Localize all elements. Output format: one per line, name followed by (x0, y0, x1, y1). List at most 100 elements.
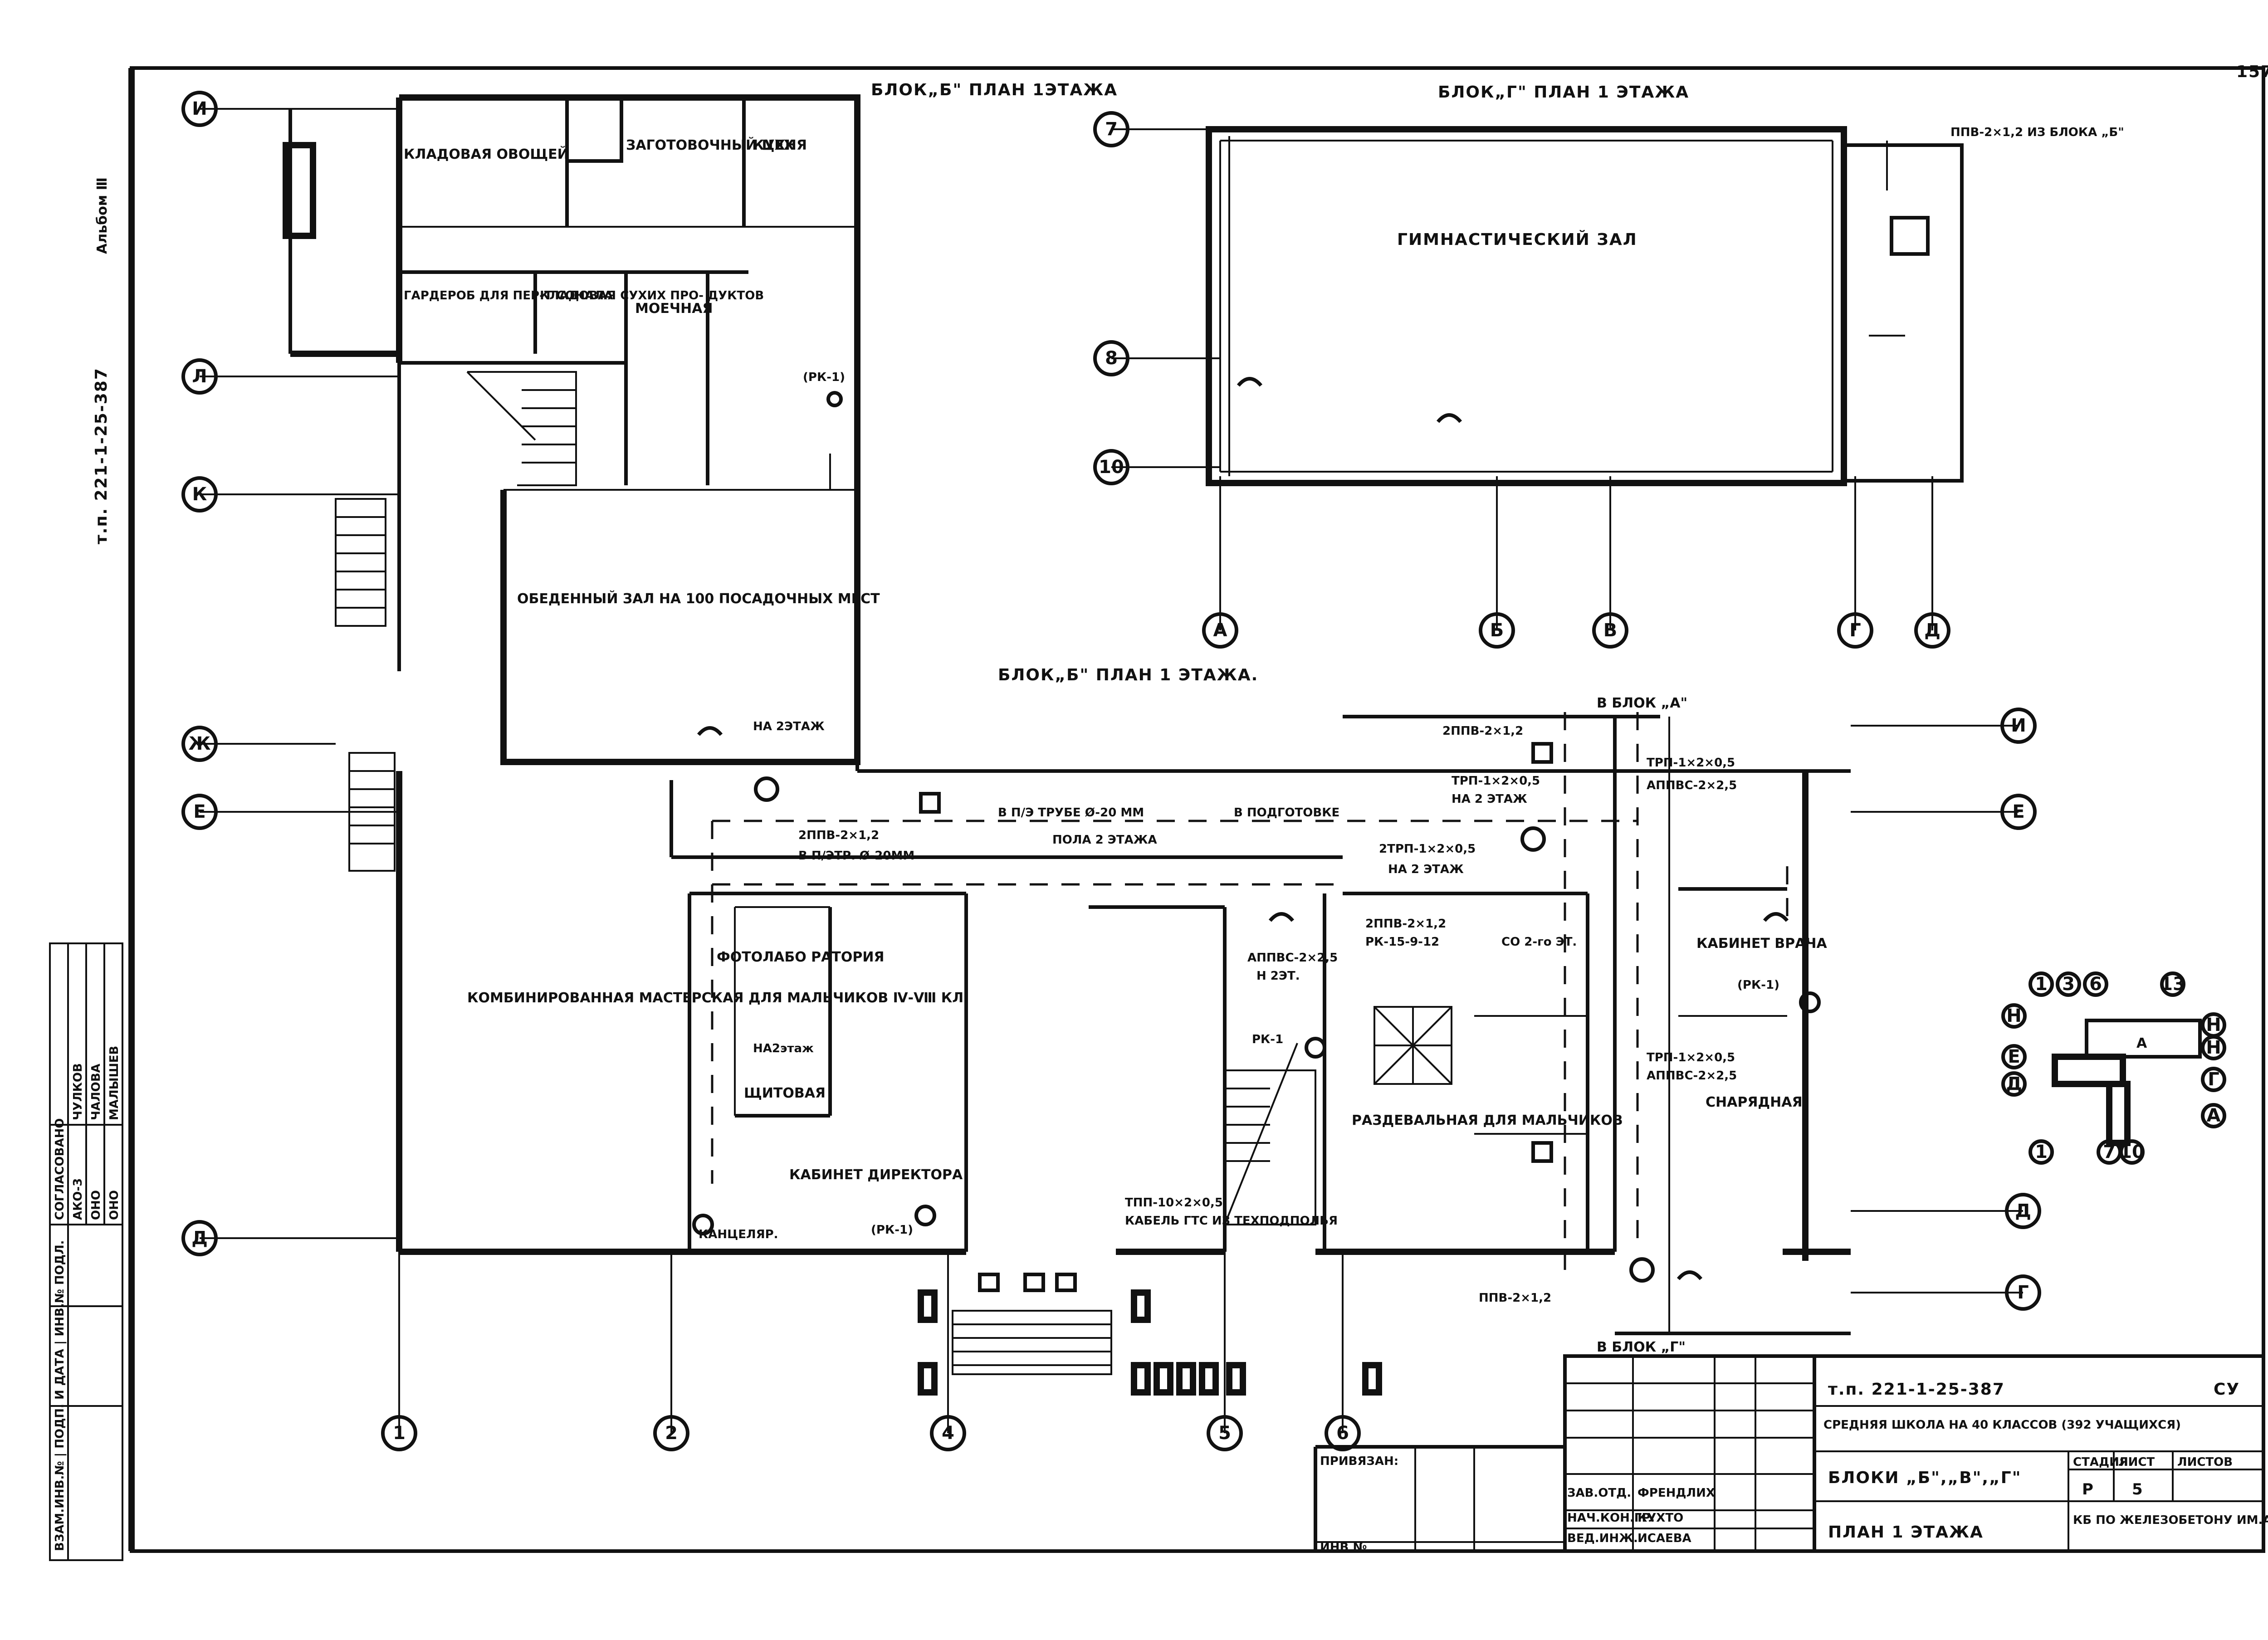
key-bubble-5: Е (2001, 1044, 2027, 1069)
page-number: 157 (2236, 63, 2268, 81)
title-block-g-top: БЛОК„Г" ПЛАН 1 ЭТАЖА (1438, 83, 1689, 102)
side-stamp-name-2: ЧАЛОВА (89, 1064, 103, 1120)
svg-text:И: И (192, 98, 207, 119)
note-in-pipe-20: В П/ЭТР. Ø-20ММ (798, 849, 914, 863)
svg-text:Ж: Ж (189, 733, 211, 754)
key-bubble-9: 10 (2119, 1139, 2145, 1165)
svg-text:10: 10 (1099, 457, 1124, 478)
axis-right-2: Д (1851, 1193, 2041, 1229)
note-rk-2: СО 2-го ЭТ. (1501, 935, 1577, 949)
key-bubble-6: Д (2001, 1071, 2027, 1097)
key-bubble-0: 1 (2028, 971, 2054, 997)
note-cable-b: 2ППВ-2×1,2 (1442, 724, 1523, 738)
svg-text:Е: Е (193, 801, 205, 822)
stamp-role-3: ВЕД.ИНЖ. (1567, 1532, 1638, 1545)
axis-right-3: Г (1851, 1274, 2041, 1311)
stamp-name-2: КУХТО (1637, 1511, 1683, 1525)
svg-text:2: 2 (665, 1423, 678, 1444)
key-bubble-8: 7 (2097, 1139, 2122, 1165)
axis-left-3: Ж (181, 726, 336, 762)
note-trp-1: ТРП-1×2×0,5 (1452, 774, 1540, 788)
stamp-stage-header: СТАДИЯ (2073, 1455, 2128, 1469)
note-tpp-cable: КАБЕЛЬ ГТС ИЗ ТЕХПОДПОЛЬЯ (1125, 1214, 1338, 1228)
note-to-2nd-floor: НА 2ЭТАЖ (753, 720, 825, 733)
axis-gym-bottom-4: Д (1914, 476, 1950, 649)
note-rk: РК-15-9-12 (1365, 935, 1439, 949)
side-stamp-row-1: АКО-3 (71, 1178, 85, 1220)
axis-right-1: Е (1851, 794, 2037, 830)
note-from-block-b: ППВ-2×1,2 ИЗ БЛОКА „Б" (1950, 126, 2124, 139)
note-cable-a: 2ППВ-2×1,2 (798, 829, 879, 842)
room-gym: ГИМНАСТИЧЕСКИЙ ЗАЛ (1397, 230, 1637, 249)
svg-text:В: В (1603, 620, 1618, 641)
svg-text:3: 3 (2062, 974, 2075, 995)
axis-bottom-2: 4 (930, 1252, 966, 1451)
axis-left-5: Д (181, 1220, 399, 1256)
note-appvs-mid: АППВС-2×2,5 (1247, 951, 1338, 965)
key-plan-a: А (2136, 1035, 2147, 1051)
key-bubble-1: 3 (2056, 971, 2081, 997)
locker-blocks (1374, 1006, 1452, 1085)
stairs-block-b (466, 371, 577, 486)
svg-text:6: 6 (1336, 1423, 1349, 1444)
stairs-lower (1224, 1043, 1316, 1225)
room-kitchen: КУХНЯ (753, 137, 807, 153)
svg-text:Г: Г (2017, 1282, 2029, 1303)
svg-text:Д: Д (191, 1228, 208, 1249)
svg-text:А: А (2207, 1105, 2221, 1126)
note-rk1-c: (РК-1) (871, 1223, 913, 1237)
title-block-b-top: БЛОК„Б" ПЛАН 1ЭТАЖА (871, 81, 1118, 99)
svg-text:Г: Г (1849, 620, 1861, 641)
room-storage-veg: КЛАДОВАЯ ОВОЩЕЙ (404, 146, 569, 162)
stamp-name-1: ФРЕНДЛИХ (1637, 1486, 1715, 1500)
axis-left-4: Е (181, 794, 399, 830)
note-trp-2-dest: НА 2 ЭТАЖ (1388, 863, 1464, 876)
axis-left-2: К (181, 476, 399, 512)
note-in-prep: В ПОДГОТОВКЕ (1234, 806, 1339, 820)
axis-gym-bottom-1: Б (1479, 476, 1515, 649)
room-dry-storage: КЛАДОВАЯ СУХИХ ПРО- ДУКТОВ (540, 289, 764, 303)
axis-gym-bottom-2: В (1592, 476, 1628, 649)
svg-text:6: 6 (2089, 974, 2102, 995)
album-label: Альбом Ⅲ (94, 177, 110, 254)
side-stamp: СОГЛАСОВАНО АКО-3 ОНО ОНО ЧУЛКОВ ЧАЛОВА … (49, 942, 123, 1561)
side-stamp-name-3: МАЛЫШЕВ (108, 1046, 121, 1120)
stamp-sheet-mark: СУ (2214, 1380, 2240, 1399)
lower-block-walls (396, 715, 1851, 1335)
svg-text:Л: Л (192, 366, 207, 387)
axis-bottom-3: 5 (1207, 1252, 1243, 1451)
axis-right-0: И (1851, 708, 2037, 744)
device-symbols (692, 377, 1821, 1283)
svg-text:Д: Д (2006, 1074, 2022, 1094)
note-rk-cable: 2ППВ-2×1,2 (1365, 917, 1446, 931)
note-tpp: ТПП-10×2×0,5 (1125, 1196, 1223, 1210)
stamp-stage: Р (2082, 1480, 2093, 1498)
stairs-left-1 (335, 498, 386, 627)
side-stamp-row-2: ОНО (89, 1190, 103, 1220)
stamp-sheet-header: ЛИСТ (2118, 1455, 2155, 1469)
svg-text:10: 10 (2119, 1142, 2145, 1162)
axis-bottom-1: 2 (653, 1252, 689, 1451)
svg-text:Д: Д (1924, 620, 1941, 641)
axis-gym-bottom-0: А (1202, 476, 1238, 649)
svg-text:Д: Д (2015, 1201, 2031, 1221)
svg-text:И: И (2011, 715, 2026, 736)
wiring-runs (711, 136, 1888, 1279)
room-equipment: СНАРЯДНАЯ (1706, 1094, 1803, 1110)
key-bubble-10: Н (2201, 1012, 2226, 1038)
svg-text:Н: Н (2006, 1005, 2021, 1026)
svg-text:4: 4 (942, 1423, 954, 1444)
stamp-sheet: 5 (2132, 1480, 2143, 1498)
room-staff-wardrobe: ГАРДЕРОБ ДЛЯ ПЕР-Т СОНАЛА (404, 289, 613, 303)
stamp-bind: ПРИВЯЗАН: (1320, 1455, 1398, 1468)
svg-text:13: 13 (2160, 974, 2185, 995)
svg-text:Е: Е (2012, 801, 2024, 822)
svg-text:К: К (192, 484, 207, 505)
stamp-name-3: ИСАЕВА (1637, 1532, 1691, 1545)
key-bubble-3: 13 (2160, 971, 2185, 997)
key-bubble-13: А (2201, 1103, 2226, 1128)
axis-left-0: И (181, 91, 399, 127)
axis-gym-2: 10 (1093, 449, 1220, 485)
